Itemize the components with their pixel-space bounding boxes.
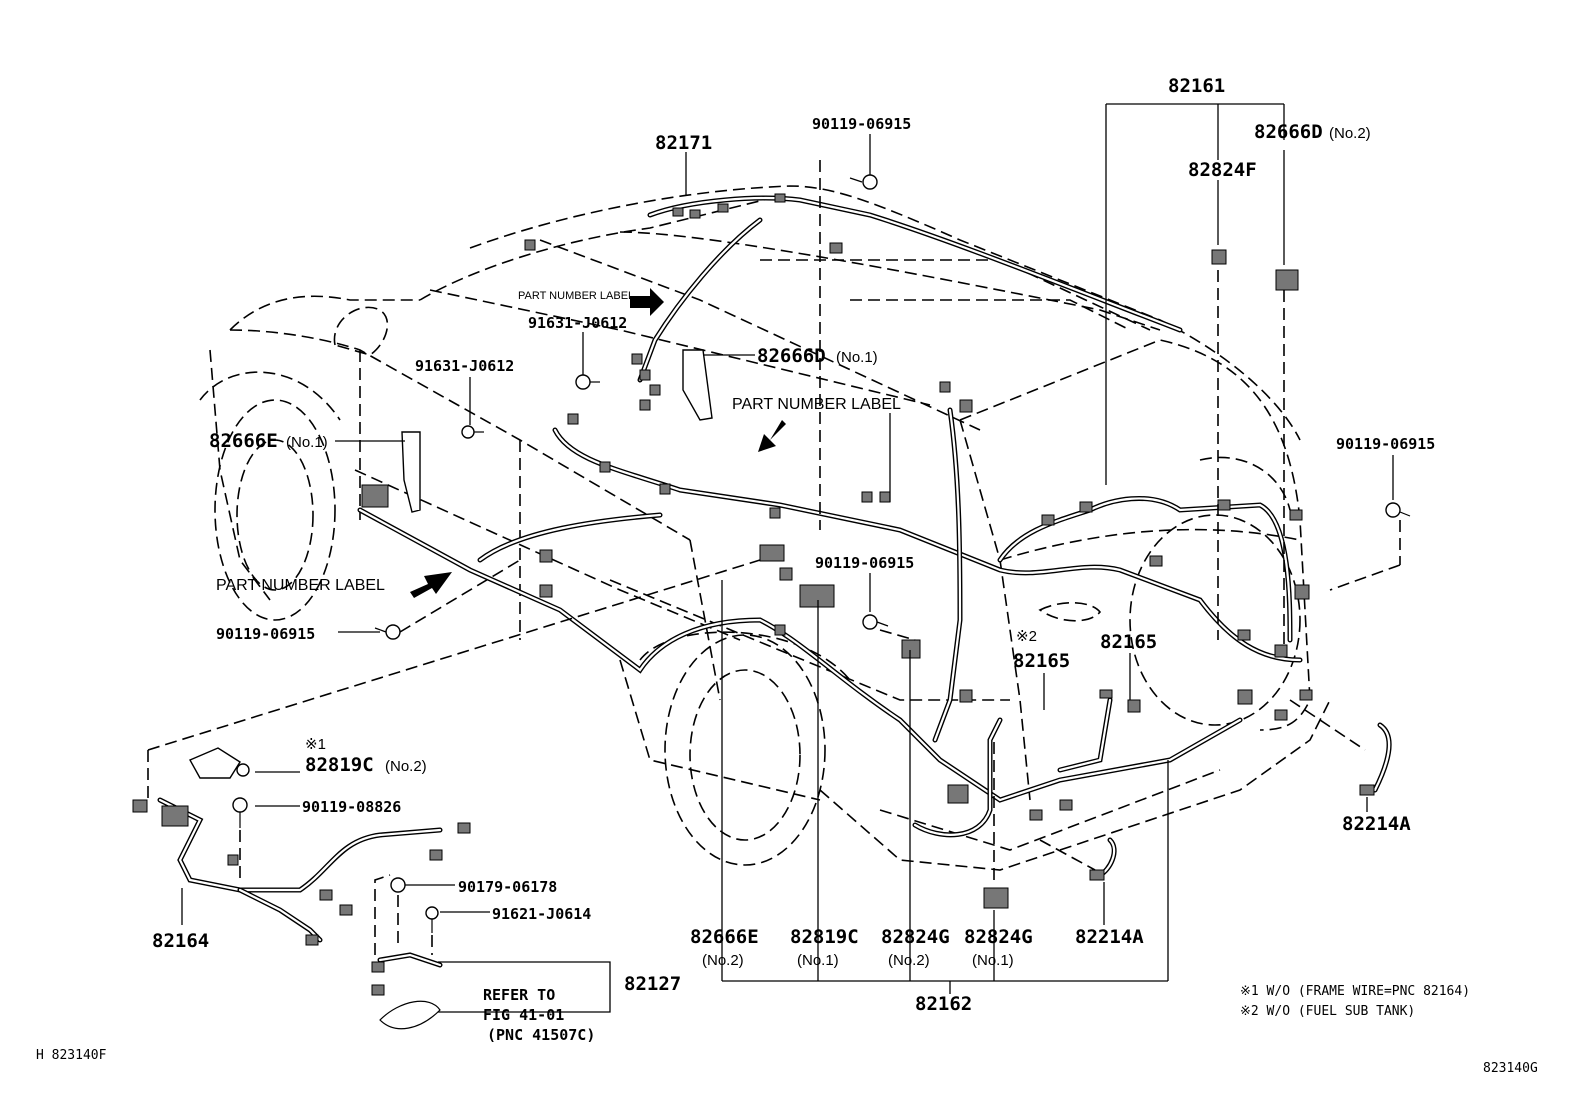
mark-1: ※1 [305, 736, 326, 753]
refer-line-1: REFER TO [483, 986, 555, 1004]
label-82162: 82162 [915, 993, 972, 1015]
refer-line-3: (PNC 41507C) [487, 1026, 595, 1044]
label-82666E-no2-sub: (No.2) [702, 952, 744, 969]
label-90119-right: 90119-06915 [1336, 435, 1435, 453]
label-82819C-no1-sub: (No.1) [797, 952, 839, 969]
label-82214A-right: 82214A [1342, 813, 1411, 835]
label-82161: 82161 [1168, 75, 1225, 97]
bolts [232, 174, 1411, 933]
label-82666D-no2: 82666D [1254, 121, 1323, 143]
label-82819C-no1: 82819C [790, 926, 859, 948]
label-82824G-no2: 82824G [881, 926, 950, 948]
label-90179: 90179-06178 [458, 878, 557, 896]
label-82666D-no1: 82666D [757, 345, 826, 367]
footnote-2: ※2 W/O (FUEL SUB TANK) [1240, 1004, 1415, 1019]
part-number-label-side: PART NUMBER LABEL [732, 396, 901, 413]
label-82819C-no2: 82819C [305, 754, 374, 776]
label-90119-top: 90119-06915 [812, 115, 911, 133]
arrows [410, 288, 786, 598]
label-91631-b: 91631-J0612 [415, 357, 514, 375]
label-82165-b: 82165 [1100, 631, 1157, 653]
connectors [132, 193, 1375, 996]
footnotes: ※1 W/O (FRAME WIRE=PNC 82164) ※2 W/O (FU… [36, 984, 1538, 1076]
refer-line-2: FIG 41-01 [483, 1006, 564, 1024]
figure-code-left: H 823140F [36, 1048, 107, 1063]
label-82127: 82127 [624, 973, 681, 995]
label-82824G-no1-sub: (No.1) [972, 952, 1014, 969]
label-82666E-no1-sub: (No.1) [286, 434, 328, 451]
label-82165-a: 82165 [1013, 650, 1070, 672]
label-82214A-bottom: 82214A [1075, 926, 1144, 948]
label-90119-center: 90119-06915 [815, 554, 914, 572]
wire-harnesses [157, 195, 1392, 1030]
label-82164: 82164 [152, 930, 209, 952]
label-82171: 82171 [655, 132, 712, 154]
label-82824F: 82824F [1188, 159, 1257, 181]
label-91631-a: 91631-J0612 [528, 314, 627, 332]
part-number-label-roof: PART NUMBER LABEL [518, 290, 634, 302]
label-90119-left: 90119-06915 [216, 625, 315, 643]
label-82666D-no1-sub: (No.1) [836, 349, 878, 366]
label-90119-08826: 90119-08826 [302, 798, 401, 816]
leader-lines [147, 103, 1401, 1013]
label-82666E-no1: 82666E [209, 430, 278, 452]
label-82666D-no2-sub: (No.2) [1329, 125, 1371, 142]
mark-2: ※2 [1016, 628, 1037, 645]
vehicle-body-outline [199, 185, 1331, 871]
footnote-1: ※1 W/O (FRAME WIRE=PNC 82164) [1240, 984, 1470, 999]
part-number-label-floor: PART NUMBER LABEL [216, 577, 385, 594]
label-82819C-no2-sub: (No.2) [385, 758, 427, 775]
label-82666E-no2: 82666E [690, 926, 759, 948]
brackets [189, 349, 713, 779]
label-82824G-no1: 82824G [964, 926, 1033, 948]
figure-code-right: 823140G [1483, 1061, 1538, 1076]
part-labels: 82161 82171 90119-06915 82666D (No.2) 82… [152, 75, 1435, 1044]
label-91621: 91621-J0614 [492, 905, 591, 923]
label-82824G-no2-sub: (No.2) [888, 952, 930, 969]
